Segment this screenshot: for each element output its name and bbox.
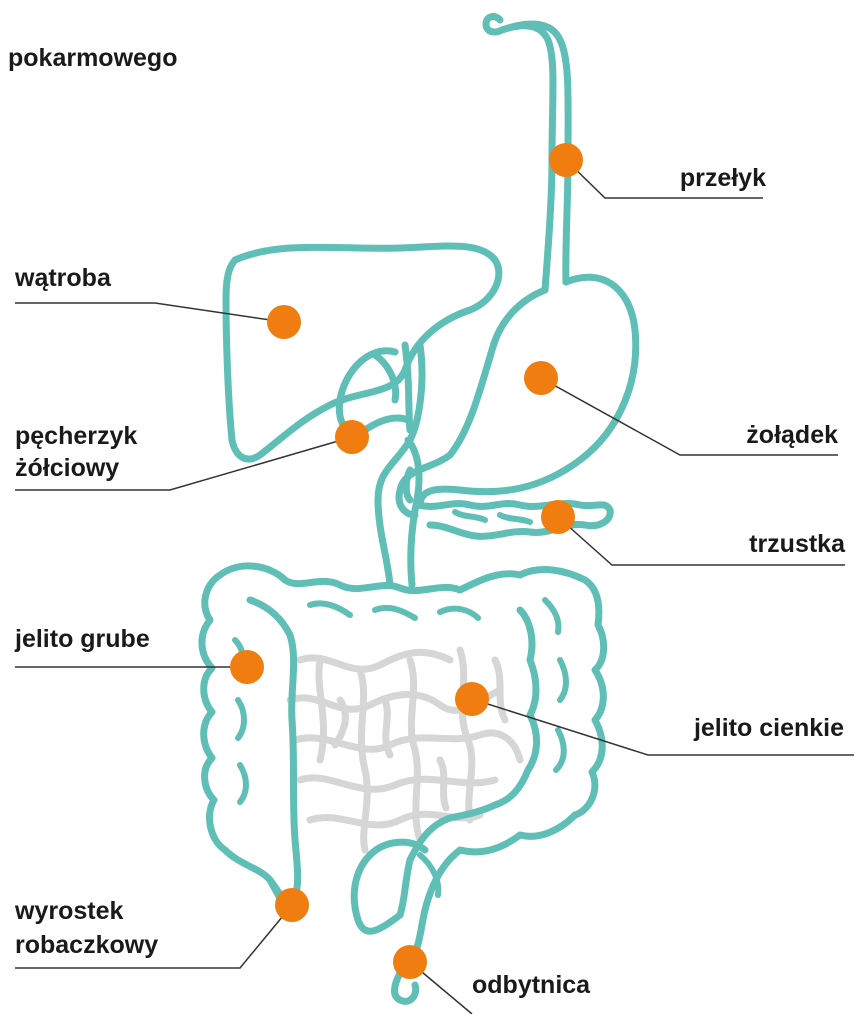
label-gallbladder-line2: żółciowy	[15, 452, 119, 484]
label-esophagus: przełyk	[680, 162, 766, 194]
label-small-intestine: jelito cienkie	[694, 712, 844, 744]
label-gallbladder-line1: pęcherzyk	[15, 420, 137, 452]
marker-pancreas	[541, 500, 575, 534]
label-appendix-line1: wyrostek	[15, 895, 123, 927]
marker-esophagus	[549, 143, 583, 177]
markers	[230, 143, 583, 979]
marker-rectum	[393, 945, 427, 979]
marker-small-intestine	[455, 682, 489, 716]
page-title: pokarmowego	[8, 42, 177, 74]
large-intestine-drawing	[202, 566, 604, 965]
marker-stomach	[524, 361, 558, 395]
marker-large-intestine	[230, 650, 264, 684]
stomach-drawing	[399, 277, 636, 515]
label-appendix-line2: robaczkowy	[15, 929, 158, 961]
small-intestine-drawing	[290, 650, 520, 850]
marker-liver	[267, 305, 301, 339]
label-rectum: odbytnica	[472, 969, 590, 1001]
leader-liver	[15, 303, 284, 322]
marker-gallbladder	[335, 420, 369, 454]
label-large-intestine: jelito grube	[15, 623, 150, 655]
label-pancreas: trzustka	[749, 528, 845, 560]
label-stomach: żołądek	[746, 419, 838, 451]
label-liver: wątroba	[15, 262, 111, 294]
marker-appendix	[275, 888, 309, 922]
